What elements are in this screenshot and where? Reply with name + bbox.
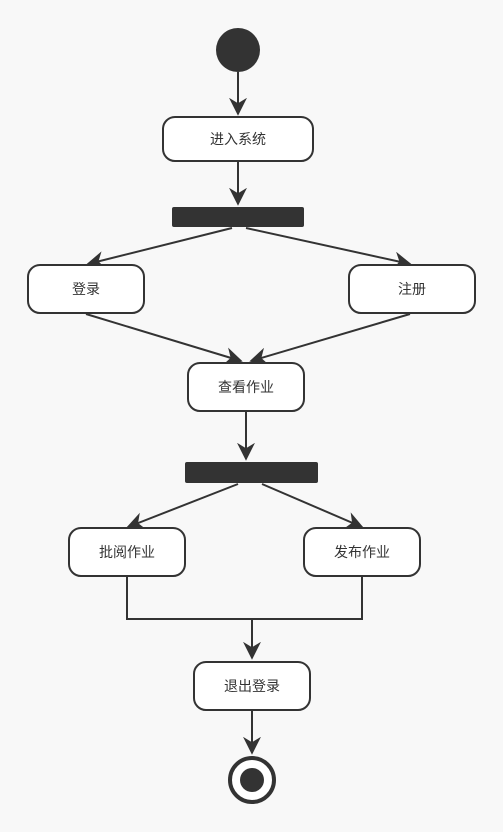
edge-fork2-review <box>126 483 239 530</box>
edge-fork1-login <box>86 227 233 269</box>
end-node-inner <box>240 768 264 792</box>
node-view-box <box>187 362 305 412</box>
node-enter-box <box>162 116 314 162</box>
fork-bar-1 <box>172 207 304 227</box>
start-node <box>216 28 260 72</box>
node-register-box <box>348 264 476 314</box>
edge-fork1-register <box>245 227 412 270</box>
edge-fork2-publish <box>261 483 364 529</box>
edge-login-view <box>85 313 243 365</box>
edge-register-view <box>249 313 411 366</box>
node-logout-box <box>193 661 311 711</box>
edge-publish-join <box>252 577 363 620</box>
fork-bar-2 <box>185 462 318 483</box>
node-review-box <box>68 527 186 577</box>
edge-review-join <box>126 577 252 620</box>
node-login-box <box>27 264 145 314</box>
node-publish-box <box>303 527 421 577</box>
